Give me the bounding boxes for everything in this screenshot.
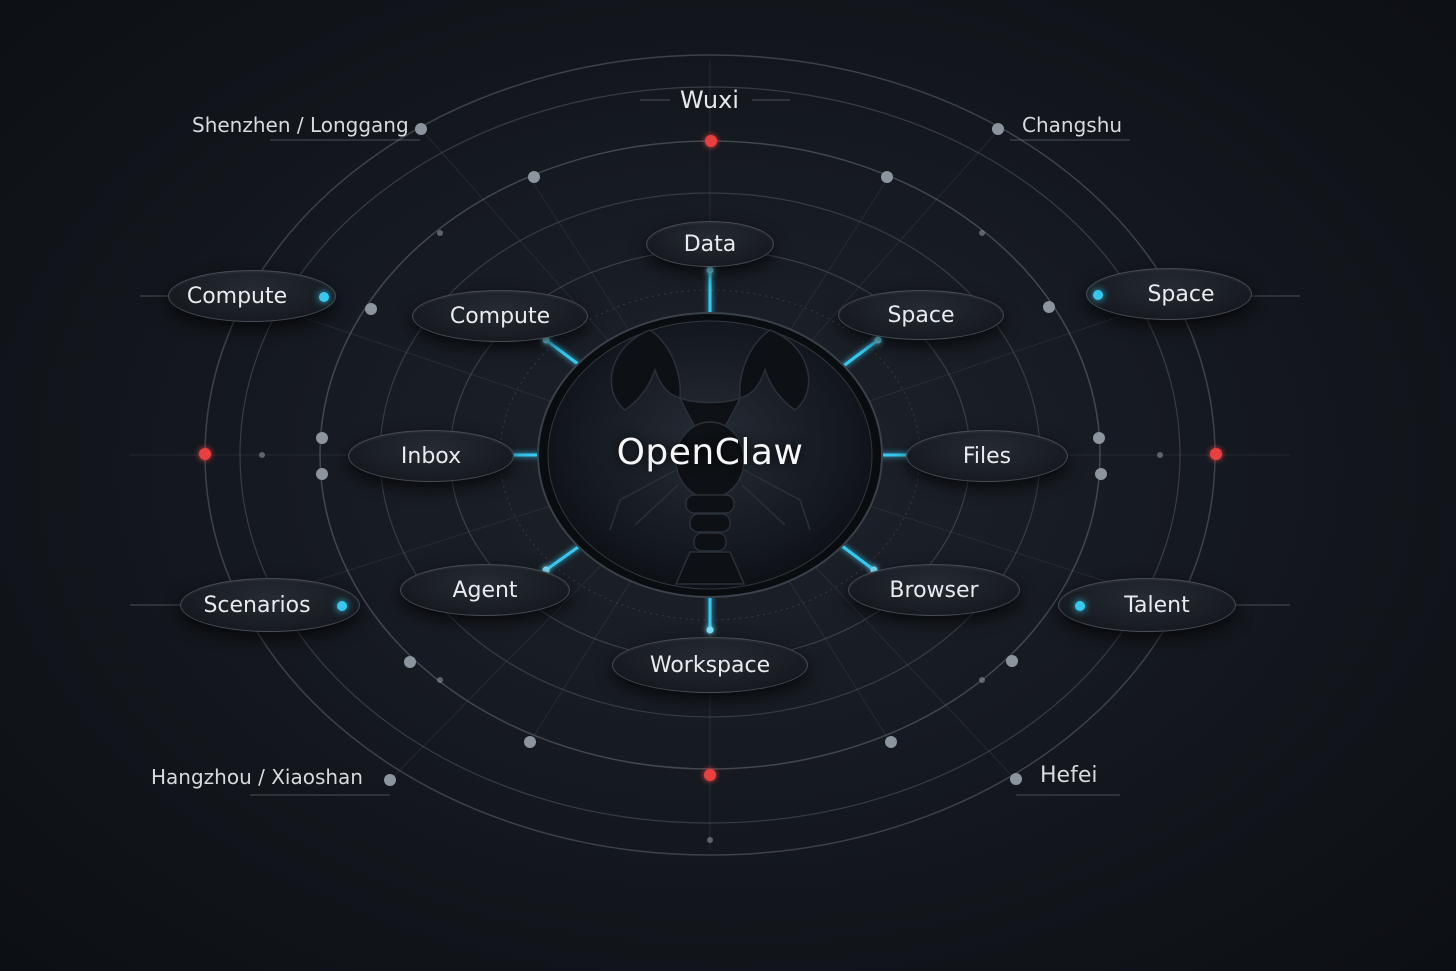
status-dot-icon bbox=[337, 601, 347, 611]
node-label: Agent bbox=[452, 577, 518, 603]
city-label-top: Wuxi bbox=[680, 86, 739, 114]
node-label: Compute bbox=[186, 283, 288, 309]
red-marker-top bbox=[705, 135, 717, 147]
orbit-dot bbox=[992, 123, 1004, 135]
city-label-top-left: Shenzhen / Longgang bbox=[192, 113, 409, 137]
orbit-dot bbox=[1043, 301, 1055, 313]
node-label: Browser bbox=[889, 577, 979, 603]
node-label: Inbox bbox=[400, 443, 462, 469]
city-label-top-right: Changshu bbox=[1022, 113, 1123, 137]
status-dot-icon bbox=[319, 292, 329, 302]
node-label: Talent bbox=[1124, 592, 1190, 618]
orbit-dot bbox=[885, 736, 897, 748]
node-space[interactable]: Space bbox=[838, 290, 1004, 340]
orbit-dot bbox=[881, 171, 893, 183]
orbit-dot bbox=[1006, 655, 1018, 667]
node-inbox[interactable]: Inbox bbox=[348, 430, 514, 482]
status-dot-icon bbox=[1075, 601, 1085, 611]
core-title: OpenClaw bbox=[616, 431, 804, 473]
node-data[interactable]: Data bbox=[646, 221, 774, 267]
red-markers bbox=[199, 135, 1222, 781]
status-dot-icon bbox=[1093, 290, 1103, 300]
orbit-dot bbox=[415, 123, 427, 135]
orbit-dot bbox=[1095, 468, 1107, 480]
orbit-dot bbox=[365, 303, 377, 315]
connector-space bbox=[836, 338, 880, 372]
node-compute-outer[interactable]: Compute bbox=[168, 270, 336, 322]
orbit-dot bbox=[1093, 432, 1105, 444]
node-label: Data bbox=[683, 231, 737, 257]
node-compute-inner[interactable]: Compute bbox=[412, 290, 588, 342]
node-label: Files bbox=[962, 443, 1012, 469]
node-agent[interactable]: Agent bbox=[400, 564, 570, 616]
orbit-dot bbox=[404, 656, 416, 668]
core-hub bbox=[537, 312, 883, 598]
red-marker-left bbox=[199, 448, 211, 460]
orbit-dots bbox=[259, 123, 1163, 843]
node-scenarios[interactable]: Scenarios bbox=[180, 578, 360, 632]
lobster-icon bbox=[609, 329, 811, 585]
red-marker-right bbox=[1210, 448, 1222, 460]
node-files[interactable]: Files bbox=[906, 430, 1068, 482]
node-label: Space bbox=[1147, 281, 1215, 307]
orbit-dot bbox=[316, 468, 328, 480]
ring-4 bbox=[239, 86, 1181, 824]
node-label: Workspace bbox=[649, 652, 771, 678]
orbit-dot bbox=[524, 736, 536, 748]
leader-lines bbox=[130, 99, 1300, 796]
node-browser[interactable]: Browser bbox=[848, 564, 1020, 616]
city-label-bottom-left: Hangzhou / Xiaoshan bbox=[151, 765, 363, 789]
node-label: Compute bbox=[449, 303, 551, 329]
node-workspace[interactable]: Workspace bbox=[612, 637, 808, 693]
orbit-dot bbox=[316, 432, 328, 444]
orbit-dot bbox=[1010, 773, 1022, 785]
city-label-bottom-right: Hefei bbox=[1040, 763, 1098, 788]
orbit-dot bbox=[528, 171, 540, 183]
node-label: Scenarios bbox=[203, 592, 311, 618]
red-marker-bottom bbox=[704, 769, 716, 781]
orbit-dot bbox=[384, 774, 396, 786]
node-label: Space bbox=[887, 302, 955, 328]
node-space-outer[interactable]: Space bbox=[1086, 268, 1252, 320]
node-talent[interactable]: Talent bbox=[1058, 578, 1236, 632]
